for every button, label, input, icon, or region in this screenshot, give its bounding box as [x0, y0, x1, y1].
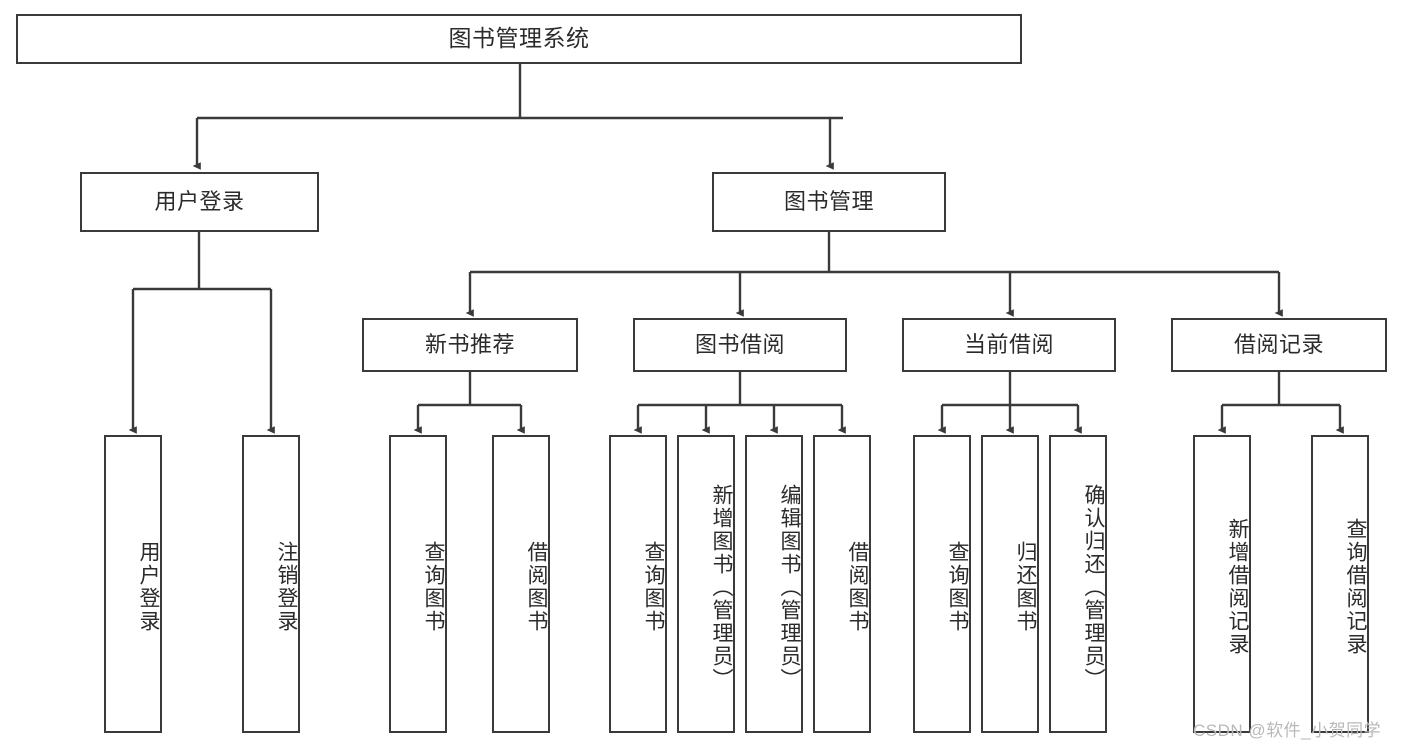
- node-new-book-recommend[interactable]: 新书推荐: [362, 318, 578, 372]
- leaf-new-book-query-books[interactable]: 查询图书: [389, 435, 447, 733]
- node-book-borrow[interactable]: 图书借阅: [633, 318, 847, 372]
- leaf-current-confirm-return-admin[interactable]: 确认归还（管理员）: [1049, 435, 1107, 733]
- leaf-current-return-books[interactable]: 归还图书: [981, 435, 1039, 733]
- node-current-borrow[interactable]: 当前借阅: [902, 318, 1116, 372]
- leaf-borrow-query-books[interactable]: 查询图书: [609, 435, 667, 733]
- node-borrow-record[interactable]: 借阅记录: [1171, 318, 1387, 372]
- csdn-watermark: CSDN @软件_小贺同学: [1193, 721, 1382, 740]
- node-user-login[interactable]: 用户登录: [80, 172, 319, 232]
- leaf-record-add-borrow-record[interactable]: 新增借阅记录: [1193, 435, 1251, 733]
- leaf-record-query-borrow-record[interactable]: 查询借阅记录: [1311, 435, 1369, 733]
- leaf-borrow-add-book-admin[interactable]: 新增图书（管理员）: [677, 435, 735, 733]
- leaf-current-query-books[interactable]: 查询图书: [913, 435, 971, 733]
- leaf-borrow-edit-book-admin[interactable]: 编辑图书（管理员）: [745, 435, 803, 733]
- leaf-new-book-borrow-books[interactable]: 借阅图书: [492, 435, 550, 733]
- leaf-borrow-borrow-books[interactable]: 借阅图书: [813, 435, 871, 733]
- node-book-management[interactable]: 图书管理: [712, 172, 946, 232]
- leaf-user-login[interactable]: 用户登录: [104, 435, 162, 733]
- leaf-logout[interactable]: 注销登录: [242, 435, 300, 733]
- node-root-book-management-system[interactable]: 图书管理系统: [16, 14, 1022, 64]
